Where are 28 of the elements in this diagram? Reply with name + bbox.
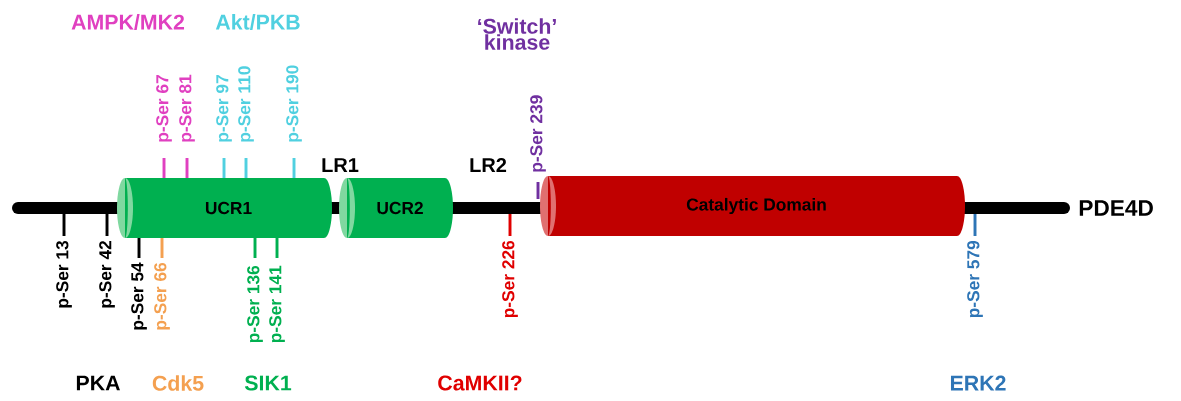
kinase-label: SIK1	[244, 375, 292, 391]
linker-label: LR2	[470, 158, 507, 172]
linker-label: LR1	[322, 158, 359, 172]
kinase-label: ERK2	[951, 375, 1006, 391]
site-label: p-Ser 190	[286, 65, 302, 142]
kinase-label: PKA	[76, 375, 120, 391]
site-label: p-Ser 141	[269, 265, 285, 343]
site-label: p-Ser 13	[56, 240, 72, 308]
kinase-label: ‘Switch’ kinase	[478, 18, 556, 50]
site-label: p-Ser 66	[154, 262, 170, 330]
site-label: p-Ser 54	[131, 262, 147, 330]
site-label: p-Ser 42	[99, 241, 115, 308]
domain-cylinder: UCR2	[339, 178, 453, 238]
site-label: p-Ser 67	[156, 75, 172, 142]
site-label: p-Ser 239	[530, 95, 546, 172]
kinase-label: AMPK/MK2	[71, 14, 184, 30]
kinase-label: Cdk5	[152, 375, 204, 391]
protein-label: PDE4D	[1079, 200, 1153, 216]
site-label: p-Ser 81	[179, 74, 195, 142]
domain-cylinder: Catalytic Domain	[540, 176, 965, 236]
domain-cylinder: UCR1	[117, 178, 332, 238]
site-label: p-Ser 97	[216, 75, 232, 142]
site-label: p-Ser 226	[502, 240, 518, 318]
site-label: p-Ser 110	[238, 66, 254, 142]
kinase-label: CaMKII?	[438, 375, 522, 391]
kinase-label: Akt/PKB	[215, 14, 300, 30]
site-label: p-Ser 136	[247, 265, 263, 343]
site-label: p-Ser 579	[967, 240, 983, 318]
